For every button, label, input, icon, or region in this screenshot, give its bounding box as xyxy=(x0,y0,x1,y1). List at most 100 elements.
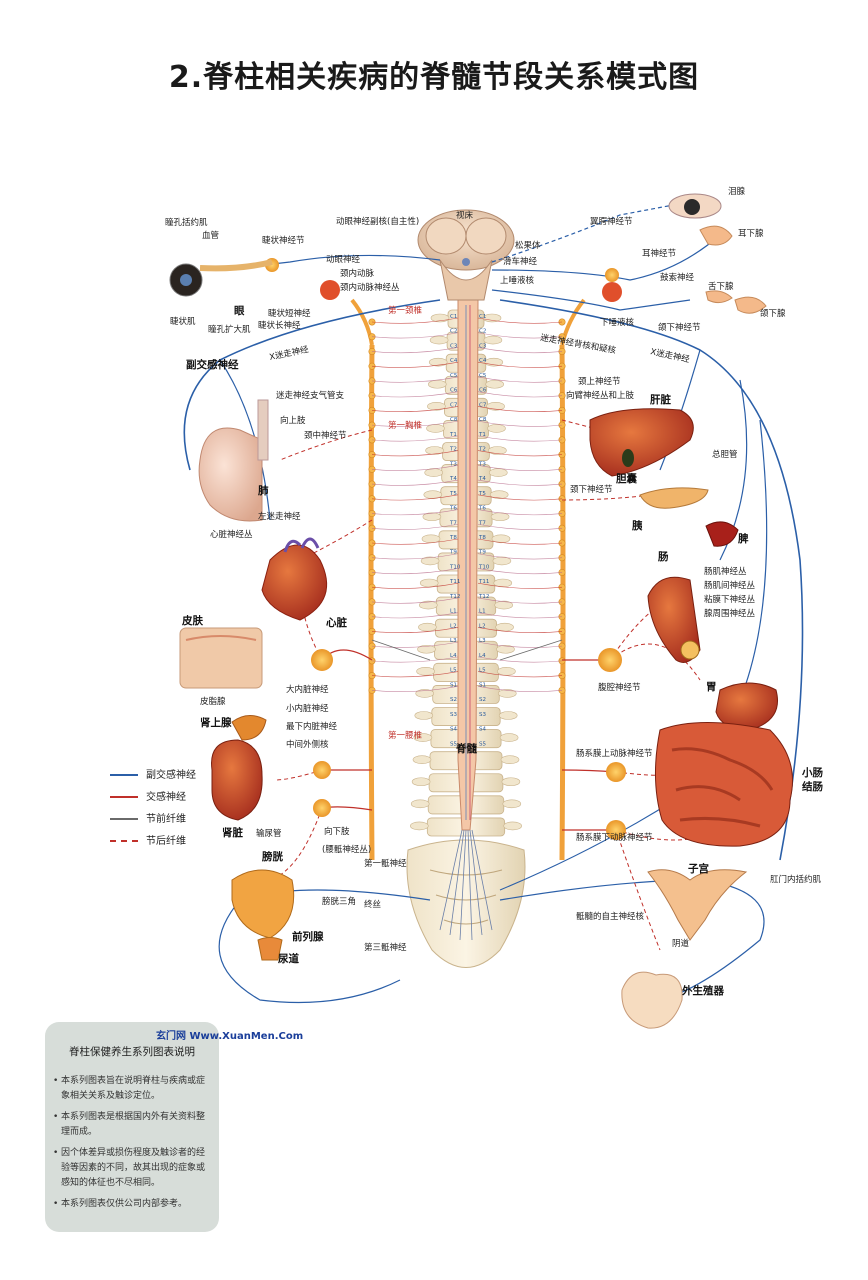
submandibular-gland-icon xyxy=(734,296,767,314)
label-filum-terminale: 终丝 xyxy=(364,899,382,910)
segment-label: T12 xyxy=(478,594,489,600)
spinal-cord-label: 脊髓 xyxy=(455,742,477,755)
label-lumbosacral: (腰骶神经丛) xyxy=(322,844,371,855)
liver-icon xyxy=(589,408,694,477)
transverse-process xyxy=(424,468,444,477)
label-pterygopalatine: 翼腭神经节 xyxy=(590,216,633,227)
segment-fiber xyxy=(371,656,459,663)
transverse-process xyxy=(414,711,434,720)
label-long-ciliary: 睫状长神经 xyxy=(258,320,301,331)
segment-label: S2 xyxy=(479,697,486,703)
label-vagus-left: X迷走神经 xyxy=(268,344,310,363)
segment-label: S3 xyxy=(450,712,457,718)
segment-label: L4 xyxy=(450,653,457,659)
transverse-process xyxy=(421,534,441,544)
label-urethra: 尿道 xyxy=(278,952,299,965)
uterus-icon xyxy=(647,869,748,941)
segment-label: T8 xyxy=(478,535,486,541)
segment-label: T12 xyxy=(449,594,460,600)
segment-label: T6 xyxy=(478,506,486,512)
segment-label: C4 xyxy=(479,358,487,364)
brainstem xyxy=(417,209,515,301)
transverse-process xyxy=(417,644,436,654)
segment-label: L2 xyxy=(479,623,486,629)
segment-label: T8 xyxy=(449,535,457,541)
segment-fiber xyxy=(477,317,563,324)
transverse-process xyxy=(419,578,439,588)
segment-fiber xyxy=(477,376,563,383)
page-title: 2.脊柱相关疾病的脊髓节段关系模式图 xyxy=(168,60,700,95)
transverse-process xyxy=(412,755,432,764)
segment-label: T5 xyxy=(449,491,457,497)
organs xyxy=(169,193,793,1029)
label-superior-salivatory: 上唾液核 xyxy=(500,275,535,286)
legend-label: 节前纤维 xyxy=(146,814,186,825)
sublingual-gland-icon xyxy=(705,290,733,304)
segment-label: T6 xyxy=(449,506,457,512)
legend-label: 节后纤维 xyxy=(146,836,186,847)
label-trigone: 膀胱三角 xyxy=(322,896,356,907)
label-middle-cervical: 颈中神经节 xyxy=(304,430,347,441)
label-periglandular: 腺周围神经丛 xyxy=(704,608,756,619)
transverse-process xyxy=(416,667,435,676)
label-short-ciliary: 睫状短神经 xyxy=(268,308,311,319)
segment-fiber xyxy=(477,361,563,368)
kidney-icon xyxy=(211,739,263,821)
label-least-splanchnic: 最下内脏神经 xyxy=(286,721,338,732)
notes-item: 本系列图表是根据国内外有关资料整理而成。 xyxy=(53,1110,213,1140)
segment-label: L4 xyxy=(479,653,486,659)
label-intermuscular: 肠肌间神经丛 xyxy=(704,580,756,591)
label-greater-splanchnic: 大内脏神经 xyxy=(286,684,329,695)
notes-heading: 脊柱保健养生系列图表说明 xyxy=(69,1046,195,1058)
transverse-process xyxy=(483,335,503,345)
label-uterus: 子宫 xyxy=(688,862,709,875)
segment-label: C5 xyxy=(450,373,458,379)
transverse-process xyxy=(409,821,429,831)
segment-fiber xyxy=(477,435,563,442)
segment-label: C3 xyxy=(450,343,458,349)
transverse-process xyxy=(501,777,521,787)
segment-label: T10 xyxy=(478,564,490,570)
transverse-process xyxy=(488,468,508,477)
segment-fiber xyxy=(477,509,563,516)
transverse-process xyxy=(488,446,507,455)
notes-item: 本系列图表仅供公司内部参考。 xyxy=(53,1197,213,1212)
transverse-process xyxy=(410,799,430,809)
segment-label: T10 xyxy=(449,564,461,570)
segment-fiber xyxy=(477,641,563,648)
segment-fiber xyxy=(371,435,459,442)
transverse-process xyxy=(498,711,518,720)
segment-fiber xyxy=(371,317,459,324)
segment-fiber xyxy=(477,391,563,398)
label-internal-carotid: 颈内动脉 xyxy=(340,268,375,279)
lung-icon xyxy=(198,427,263,522)
eye-left-icon xyxy=(169,259,273,297)
segment-label: L1 xyxy=(450,609,457,615)
label-external-genitalia: 外生殖器 xyxy=(681,984,724,997)
label-spleen: 脾 xyxy=(738,532,749,545)
label-eye: 眼 xyxy=(234,305,245,317)
label-to-lower-limb: 向下肢 xyxy=(324,826,350,837)
segment-label: T4 xyxy=(449,476,457,482)
segment-fiber xyxy=(371,509,459,516)
transverse-process xyxy=(428,357,448,367)
segment-label: C7 xyxy=(450,402,458,408)
label-pineal: 松果体 xyxy=(515,240,541,251)
transverse-process xyxy=(489,490,509,499)
transverse-process xyxy=(500,755,520,764)
label-inferior-cervical: 颈下神经节 xyxy=(570,484,613,495)
label-anal-sphincter: 肛门内括约肌 xyxy=(770,874,822,885)
segment-fiber xyxy=(371,479,459,486)
label-to-brachial: 向臂神经丛和上肢 xyxy=(566,390,635,401)
segment-label: C1 xyxy=(450,314,457,320)
segment-label: C7 xyxy=(479,402,487,408)
segment-label: T7 xyxy=(449,520,457,526)
label-heart: 心脏 xyxy=(326,616,347,629)
label-vagina: 阴道 xyxy=(672,938,690,949)
segment-label: T11 xyxy=(478,579,489,585)
segment-label: L3 xyxy=(479,638,486,644)
segment-fiber xyxy=(477,332,563,339)
transverse-process xyxy=(492,556,512,566)
segment-fiber xyxy=(477,347,563,354)
